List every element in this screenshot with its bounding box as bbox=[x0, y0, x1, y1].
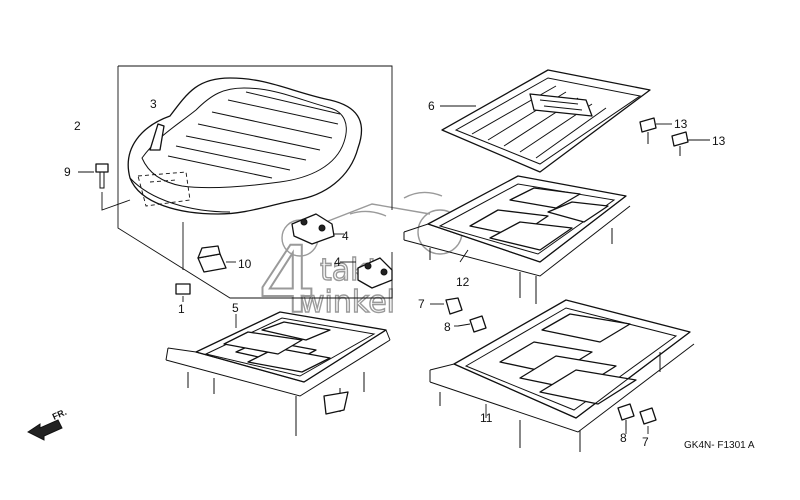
callout-4-upper: 4 bbox=[342, 229, 349, 243]
callouts: 3 2 9 10 1 4 4 5 6 13 13 12 7 8 11 8 7 bbox=[64, 97, 726, 449]
callout-7-lower: 7 bbox=[642, 435, 649, 449]
callout-9: 9 bbox=[64, 165, 71, 179]
callout-4-lower: 4 bbox=[334, 255, 341, 269]
callout-8-upper: 8 bbox=[444, 320, 451, 334]
callout-11: 11 bbox=[480, 411, 493, 425]
watermark-word-bottom: winkel bbox=[300, 285, 395, 320]
callout-5: 5 bbox=[232, 301, 239, 315]
carrier-plate-6 bbox=[440, 69, 651, 173]
callout-13-upper: 13 bbox=[674, 117, 688, 131]
rubber-cushion-upper bbox=[291, 213, 344, 245]
callout-8-lower: 8 bbox=[620, 431, 627, 445]
seat-top-panel bbox=[141, 87, 347, 189]
rack-5 bbox=[165, 311, 391, 436]
seat-assembly-bracket bbox=[117, 65, 393, 299]
bolt-8-lower bbox=[617, 403, 635, 434]
nut-7-upper bbox=[430, 297, 463, 315]
callout-1: 1 bbox=[178, 302, 185, 316]
rubber-cushion-lower bbox=[340, 257, 393, 289]
rack-12 bbox=[403, 175, 631, 304]
bolt-8-upper bbox=[454, 315, 487, 333]
bolt-13-upper bbox=[639, 117, 672, 144]
front-direction-label: FR. bbox=[51, 407, 68, 422]
bolt-1 bbox=[175, 222, 191, 302]
callout-10: 10 bbox=[238, 257, 252, 271]
bolt-9 bbox=[78, 163, 131, 211]
front-direction-arrow: FR. bbox=[27, 407, 68, 441]
seat bbox=[127, 77, 363, 215]
callout-7-upper: 7 bbox=[418, 297, 425, 311]
seat-hidden-hinge bbox=[137, 171, 191, 207]
callout-12: 12 bbox=[456, 275, 470, 289]
drawing-code: GK4N- F1301 A bbox=[684, 440, 755, 451]
seat-strap bbox=[149, 123, 165, 151]
rubber-10 bbox=[197, 245, 236, 273]
callout-13-lower: 13 bbox=[712, 134, 726, 148]
nut-7-lower bbox=[639, 407, 657, 434]
seat-lower-edge bbox=[129, 177, 231, 213]
callout-3: 3 bbox=[150, 97, 157, 111]
callout-6: 6 bbox=[428, 99, 435, 113]
callout-2: 2 bbox=[74, 119, 81, 133]
seat-cushion bbox=[127, 77, 363, 215]
rack-11 bbox=[429, 299, 695, 452]
bolt-13-lower bbox=[671, 131, 710, 156]
seat-pleats bbox=[167, 91, 341, 179]
watermark: 4 takt winkel bbox=[257, 191, 463, 335]
